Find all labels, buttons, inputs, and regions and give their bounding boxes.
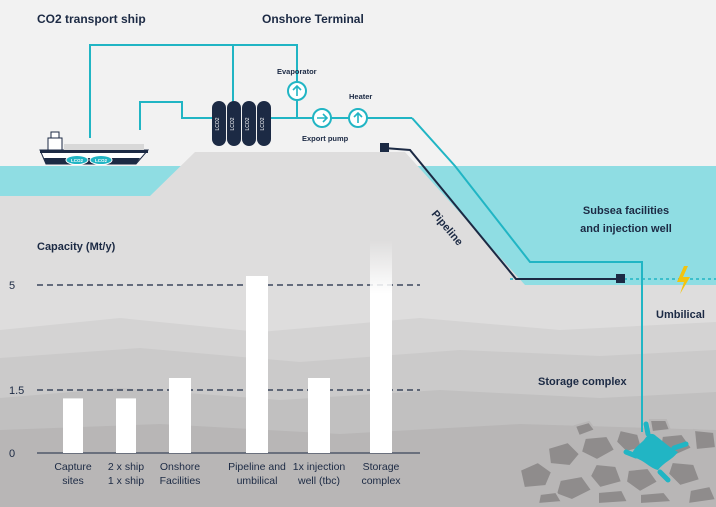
category-label: complex	[361, 475, 401, 487]
category-label: 1x injection	[293, 461, 346, 473]
category-label: Pipeline and	[228, 461, 286, 473]
co2-transport-ship: LCO2 LCO2	[39, 131, 150, 165]
chart-bar	[169, 378, 191, 453]
tank-label: LCO2	[215, 117, 221, 130]
piping	[89, 44, 643, 432]
ship-label: CO2 transport ship	[37, 12, 146, 26]
hull-tank-label: LCO2	[71, 158, 83, 163]
category-label: 1 x ship	[108, 475, 144, 487]
category-label: Capture	[54, 461, 92, 473]
category-label: 2 x ship	[108, 461, 144, 473]
chart-ylabel: Capacity (Mt/y)	[37, 241, 116, 253]
subsea-label-line1: Subsea facilities	[583, 205, 669, 217]
co2-plume-branches	[623, 421, 689, 483]
tank-4: LCO2	[257, 101, 271, 146]
y-tick-label: 1.5	[9, 385, 24, 397]
evaporator-label: Evaporator	[277, 67, 317, 76]
chart-bar	[116, 398, 136, 453]
co2-plume	[632, 433, 678, 470]
heater-icon	[348, 108, 368, 128]
tank-label: LCO2	[260, 117, 266, 130]
category-label: umbilical	[237, 475, 278, 487]
chart-bar	[63, 398, 83, 453]
chart-bar	[246, 276, 268, 453]
export-pipeline	[411, 117, 643, 432]
category-label: Onshore	[160, 461, 200, 473]
lightning-icon	[677, 266, 690, 294]
terminal-storage-tanks: LCO2 LCO2 LCO2 LCO2	[212, 101, 271, 146]
chart-bar	[308, 378, 330, 453]
tank-label: LCO2	[230, 117, 236, 130]
export-pump-label: Export pump	[302, 134, 349, 143]
tank-3: LCO2	[242, 101, 256, 146]
ship-transfer-pipe	[139, 101, 212, 130]
storage-complex-label: Storage complex	[538, 376, 628, 388]
tank-2: LCO2	[227, 101, 241, 146]
subsea-label-line2: and injection well	[580, 223, 672, 235]
chart-bar	[370, 240, 392, 453]
category-label: Facilities	[160, 475, 201, 487]
category-label: sites	[62, 475, 84, 487]
category-label: well (tbc)	[297, 475, 340, 487]
heater-label: Heater	[349, 92, 372, 101]
export-pump-icon	[312, 108, 332, 128]
pipeline-seabed	[383, 147, 620, 280]
tank-1: LCO2	[212, 101, 226, 146]
evaporator-icon	[287, 81, 307, 101]
y-tick-label: 0	[9, 448, 15, 460]
umbilical-label: Umbilical	[656, 309, 705, 321]
subsea-template	[616, 274, 625, 283]
terminal-label: Onshore Terminal	[262, 12, 364, 26]
hull-tank-label: LCO2	[95, 158, 107, 163]
tank-label: LCO2	[245, 117, 251, 130]
y-tick-label: 5	[9, 280, 15, 292]
landfall-valve	[380, 143, 389, 152]
category-label: Storage	[363, 461, 400, 473]
ship-riser-pipe	[89, 44, 298, 138]
